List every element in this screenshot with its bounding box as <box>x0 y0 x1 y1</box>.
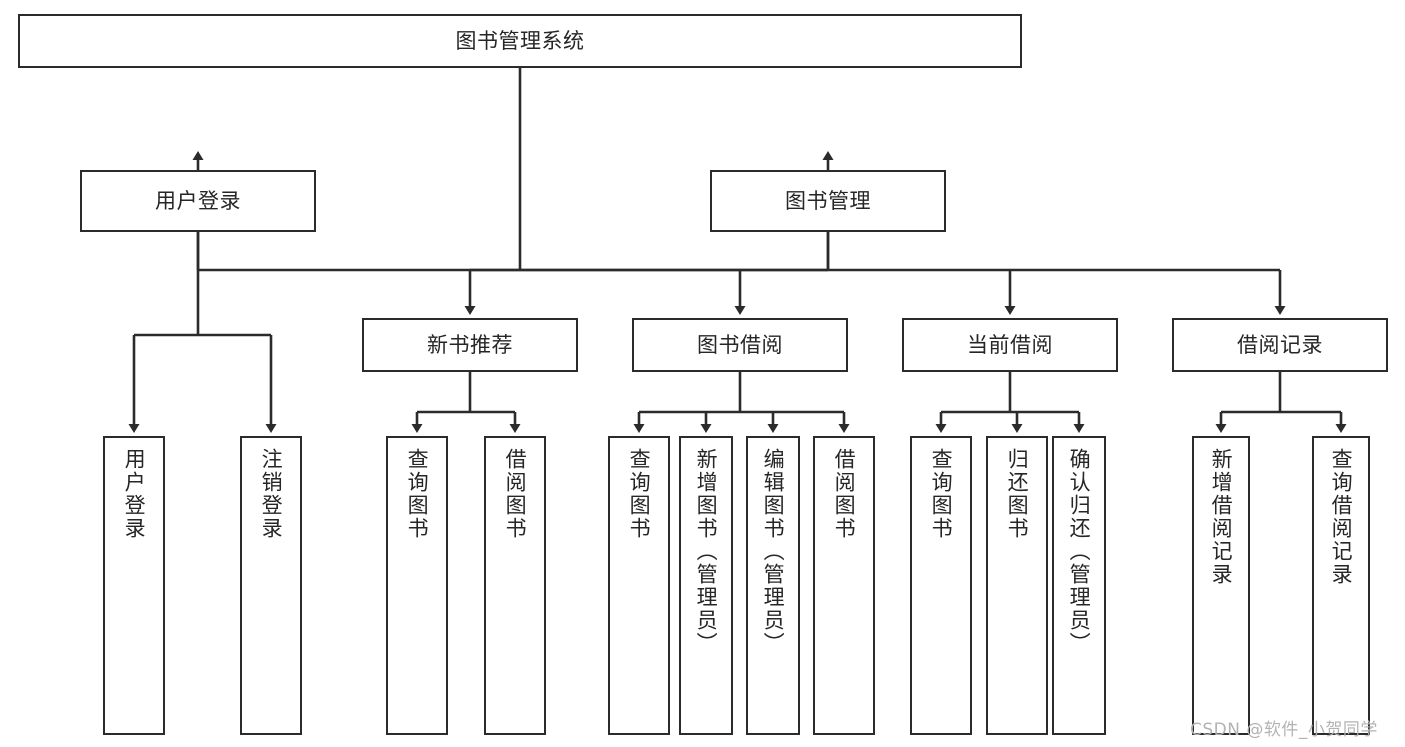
node-title-system[interactable]: 图书管理系统 <box>18 14 1022 68</box>
node-user-login[interactable]: 用户登录 <box>80 170 316 232</box>
node-leaf-confirm-return-admin-label: 确认归还（管理员） <box>1067 448 1092 655</box>
node-leaf-query-book-3[interactable]: 查询图书 <box>910 436 972 735</box>
node-leaf-borrow-book-1[interactable]: 借阅图书 <box>484 436 546 735</box>
node-book-borrow[interactable]: 图书借阅 <box>632 318 848 372</box>
node-new-book-recommend[interactable]: 新书推荐 <box>362 318 578 372</box>
node-current-borrow-label: 当前借阅 <box>967 332 1053 357</box>
node-leaf-query-book-1[interactable]: 查询图书 <box>386 436 448 735</box>
node-leaf-return-book-label: 归还图书 <box>1005 448 1030 540</box>
node-leaf-add-book-admin-label: 新增图书（管理员） <box>694 448 719 655</box>
node-leaf-query-book-3-label: 查询图书 <box>929 448 954 540</box>
node-leaf-query-book-1-label: 查询图书 <box>405 448 430 540</box>
node-current-borrow[interactable]: 当前借阅 <box>902 318 1118 372</box>
node-book-borrow-label: 图书借阅 <box>697 332 783 357</box>
node-leaf-confirm-return-admin[interactable]: 确认归还（管理员） <box>1052 436 1106 735</box>
csdn-watermark: CSDN @软件_小贺同学 <box>1190 720 1378 740</box>
node-title-system-label: 图书管理系统 <box>455 28 585 53</box>
node-leaf-borrow-book-2-label: 借阅图书 <box>832 448 857 540</box>
node-user-login-label: 用户登录 <box>155 188 241 213</box>
node-book-management-label: 图书管理 <box>785 188 871 213</box>
node-leaf-query-book-2-label: 查询图书 <box>627 448 652 540</box>
node-leaf-return-book[interactable]: 归还图书 <box>986 436 1048 735</box>
node-leaf-user-login-label: 用户登录 <box>122 448 147 540</box>
node-leaf-edit-book-admin-label: 编辑图书（管理员） <box>761 448 786 655</box>
node-leaf-add-borrow-record[interactable]: 新增借阅记录 <box>1192 436 1250 735</box>
node-leaf-borrow-book-1-label: 借阅图书 <box>503 448 528 540</box>
node-leaf-add-book-admin[interactable]: 新增图书（管理员） <box>679 436 733 735</box>
node-leaf-query-borrow-record[interactable]: 查询借阅记录 <box>1312 436 1370 735</box>
node-new-book-recommend-label: 新书推荐 <box>427 332 513 357</box>
node-leaf-edit-book-admin[interactable]: 编辑图书（管理员） <box>746 436 800 735</box>
node-borrow-record-label: 借阅记录 <box>1237 332 1323 357</box>
node-borrow-record[interactable]: 借阅记录 <box>1172 318 1388 372</box>
node-leaf-query-book-2[interactable]: 查询图书 <box>608 436 670 735</box>
node-leaf-add-borrow-record-label: 新增借阅记录 <box>1209 448 1234 586</box>
node-leaf-logout-login[interactable]: 注销登录 <box>240 436 302 735</box>
node-leaf-user-login[interactable]: 用户登录 <box>103 436 165 735</box>
node-leaf-query-borrow-record-label: 查询借阅记录 <box>1329 448 1354 586</box>
node-leaf-borrow-book-2[interactable]: 借阅图书 <box>813 436 875 735</box>
node-leaf-logout-login-label: 注销登录 <box>259 448 284 540</box>
node-book-management[interactable]: 图书管理 <box>710 170 946 232</box>
